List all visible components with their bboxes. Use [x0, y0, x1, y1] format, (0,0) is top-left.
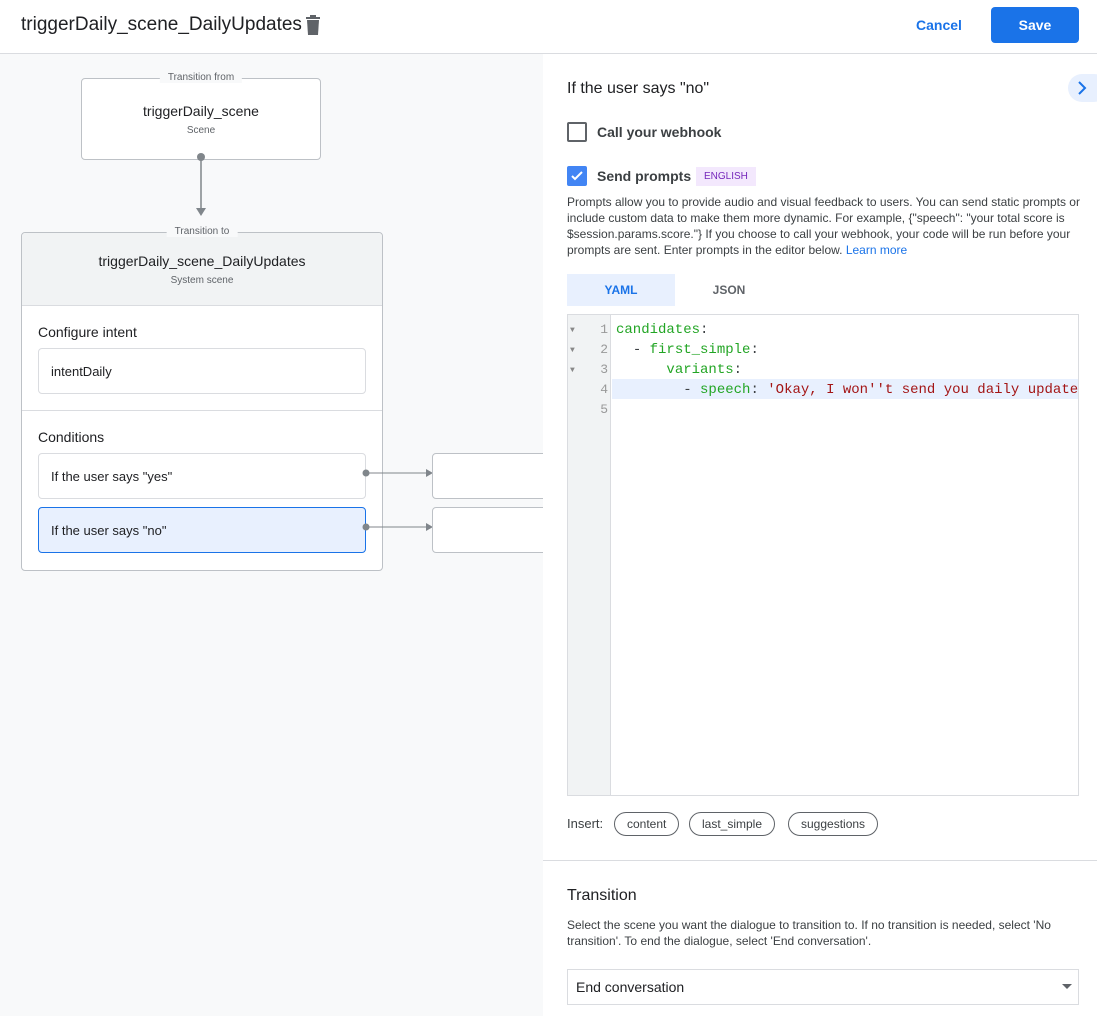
divider	[22, 410, 382, 411]
yaml-value: 'Okay, I won''t send you daily update	[767, 382, 1079, 398]
no-target-node[interactable]	[432, 507, 543, 553]
cancel-button[interactable]: Cancel	[916, 17, 962, 33]
condition-no[interactable]: If the user says "no"	[38, 507, 366, 553]
to-scene-name: triggerDaily_scene_DailyUpdates	[98, 253, 306, 269]
insert-chip-content[interactable]: content	[614, 812, 680, 836]
detail-panel: If the user says "no" Call your webhook …	[543, 54, 1097, 1016]
transition-from-legend: Transition from	[159, 72, 243, 83]
transition-select-value: End conversation	[576, 979, 685, 995]
language-badge: ENGLISH	[696, 167, 756, 186]
dropdown-arrow-icon	[1062, 984, 1072, 989]
to-node-header[interactable]: Transition to triggerDaily_scene_DailyUp…	[22, 226, 382, 306]
webhook-checkbox[interactable]	[567, 122, 587, 142]
line-number: 2	[600, 342, 608, 357]
insert-chip-last-simple[interactable]: last_simple	[689, 812, 776, 836]
header: triggerDaily_scene_DailyUpdates Cancel S…	[0, 0, 1097, 54]
webhook-label: Call your webhook	[597, 124, 722, 140]
save-button[interactable]: Save	[991, 7, 1079, 43]
conditions-label: Conditions	[38, 429, 105, 445]
condition-yes-connector	[362, 469, 433, 477]
insert-label: Insert:	[567, 816, 604, 831]
flow-canvas: Transition from triggerDaily_scene Scene…	[0, 54, 543, 1016]
code-line: variants:	[666, 362, 751, 378]
transition-description: Select the scene you want the dialogue t…	[567, 918, 1051, 948]
insert-chip-suggestions[interactable]: suggestions	[788, 812, 879, 836]
editor-gutter	[568, 315, 611, 795]
line-number: 1	[600, 322, 608, 337]
active-line-highlight	[612, 379, 1078, 399]
divider	[543, 860, 1097, 861]
transition-from-node[interactable]: Transition from triggerDaily_scene Scene	[81, 72, 321, 160]
yes-target-node[interactable]	[432, 453, 543, 499]
panel-title: If the user says "no"	[567, 80, 710, 97]
code-editor[interactable]: 1 ▼ candidates: 2 ▼ - first_simple: 3 ▼ vari…	[567, 314, 1079, 796]
learn-more-link[interactable]: Learn more	[845, 243, 908, 257]
fold-arrow-icon[interactable]: ▼	[570, 366, 575, 375]
condition-no-connector	[362, 523, 433, 531]
fold-arrow-icon[interactable]: ▼	[570, 326, 575, 335]
line-number: 5	[600, 402, 608, 417]
code-line: - first_simple:	[632, 342, 768, 358]
transition-title: Transition	[567, 887, 637, 904]
yaml-key: speech	[700, 382, 751, 398]
prompts-description-text: Prompts allow you to provide audio and v…	[567, 195, 1080, 257]
prompts-description: Prompts allow you to provide audio and v…	[567, 194, 1082, 258]
send-prompts-checkbox[interactable]	[567, 166, 587, 186]
line-number: 3	[600, 362, 608, 377]
transition-to-node: Transition to triggerDaily_scene_DailyUp…	[21, 226, 383, 571]
code-line: - speech: 'Okay, I won''t send you daily…	[683, 382, 1079, 398]
transition-select[interactable]: End conversation	[567, 969, 1079, 1005]
from-scene-type: Scene	[186, 125, 216, 136]
page-title: triggerDaily_scene_DailyUpdates	[21, 14, 302, 35]
connector-arrow	[196, 153, 206, 216]
check-icon	[571, 171, 583, 181]
from-scene-name: triggerDaily_scene	[143, 103, 259, 119]
yaml-key: variants	[666, 362, 734, 378]
tab-json[interactable]: JSON	[712, 283, 746, 297]
code-line: candidates:	[616, 322, 717, 338]
transition-to-legend: Transition to	[166, 226, 238, 237]
condition-yes[interactable]: If the user says "yes"	[38, 453, 366, 499]
yaml-key: candidates	[616, 322, 701, 338]
yaml-key: first_simple	[649, 342, 751, 358]
line-number: 4	[600, 382, 608, 397]
chevron-right-icon	[1078, 81, 1087, 95]
send-prompts-label: Send prompts	[597, 168, 692, 184]
collapse-panel-button[interactable]	[1068, 74, 1097, 102]
to-scene-type: System scene	[170, 275, 234, 286]
intent-field[interactable]: intentDaily	[38, 348, 366, 394]
fold-arrow-icon[interactable]: ▼	[570, 346, 575, 355]
configure-intent-label: Configure intent	[38, 324, 137, 340]
trash-icon[interactable]	[305, 15, 321, 35]
tab-yaml[interactable]: YAML	[567, 274, 675, 306]
